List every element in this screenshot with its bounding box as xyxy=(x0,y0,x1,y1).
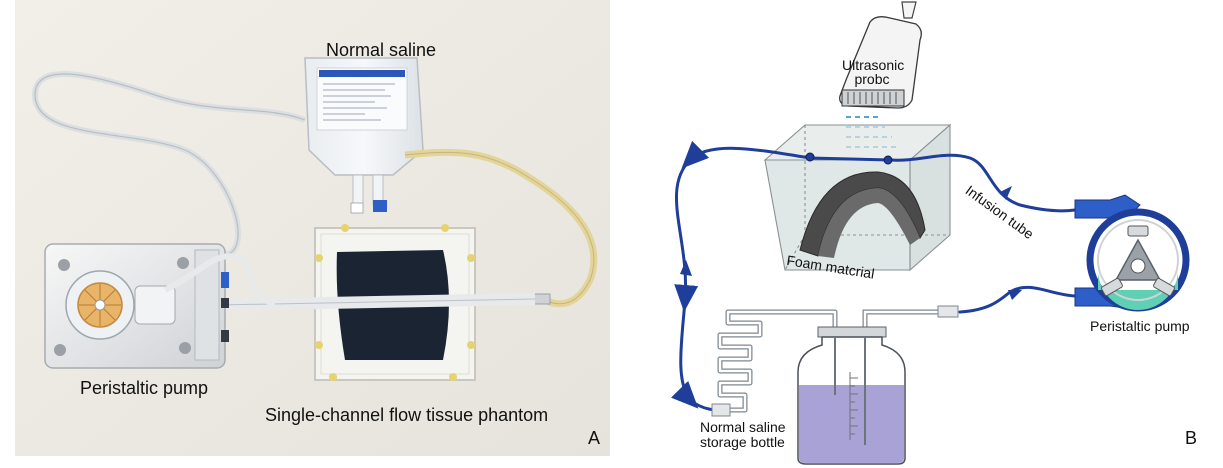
pump-port-dark xyxy=(221,298,229,308)
foam-material-inner xyxy=(818,188,920,258)
silicone-tube-yellow-edge xyxy=(404,151,595,305)
pump-screw-br xyxy=(179,342,191,354)
pump-screw-tl xyxy=(58,259,70,271)
panel-letter-a: A xyxy=(588,428,601,448)
bottle-cap xyxy=(817,326,887,338)
inlet-connector xyxy=(711,403,731,417)
phantom-inlet-node xyxy=(805,152,815,162)
saline-bag xyxy=(304,57,424,214)
phantom-outlet-node xyxy=(883,155,893,165)
bottle-graduations xyxy=(849,372,858,440)
saline-bag-label-stripe xyxy=(319,70,405,77)
flow-arrow-bottom xyxy=(1008,290,1022,300)
label-bottle-line2: storage bottle xyxy=(700,434,785,450)
pump-switch-blue xyxy=(221,272,229,288)
pump-outlet-tube xyxy=(163,253,276,306)
tube-loop-edge xyxy=(34,73,306,256)
phantom-setup-photo xyxy=(15,0,610,456)
ultrasonic-probe xyxy=(839,1,922,109)
pump-rollers xyxy=(1101,225,1175,297)
saline-bag-label-text-lines xyxy=(323,83,395,121)
pump-clamp xyxy=(134,285,176,325)
bag-port-left xyxy=(350,202,364,214)
peristaltic-pump-device xyxy=(44,243,229,369)
label-ultrasonic-probe: Ultrasonic probc xyxy=(842,57,905,87)
phantom-corner-screws xyxy=(315,224,475,381)
pump-screw-bl xyxy=(54,344,66,356)
label-normal-saline: Normal saline xyxy=(326,40,437,60)
pump-port-dark-2 xyxy=(221,330,229,342)
flow-system-schematic xyxy=(670,1,1190,465)
label-tissue-phantom: Single-channel flow tissue phantom xyxy=(265,405,549,425)
saline-bag-label xyxy=(316,67,408,131)
bottle-saline-liquid xyxy=(799,385,904,463)
outlet-connector xyxy=(937,305,959,318)
panel-b-schematic: Ultrasonic probc Foam matcrial Infusion … xyxy=(620,0,1223,468)
flow-arrow-left xyxy=(680,260,692,276)
peristaltic-pump-schematic xyxy=(1074,194,1190,312)
pump-screw-tr xyxy=(177,257,189,269)
pump-rotor-center xyxy=(1130,258,1146,274)
panel-letter-b: B xyxy=(1185,428,1198,448)
label-bottle-line1: Normal saline xyxy=(700,419,786,435)
label-peristaltic-pump-a: Peristaltic pump xyxy=(80,378,209,398)
storage-bottle-assembly xyxy=(711,305,959,465)
label-peristaltic-pump-b: Peristaltic pump xyxy=(1090,318,1190,334)
bag-port-right-blue-cap xyxy=(373,200,387,212)
flow-arrow-top xyxy=(1000,186,1012,200)
pump-fluid-fill xyxy=(1098,270,1178,310)
panel-a-photo: Normal saline Peristaltic pump Single-ch… xyxy=(15,0,610,456)
